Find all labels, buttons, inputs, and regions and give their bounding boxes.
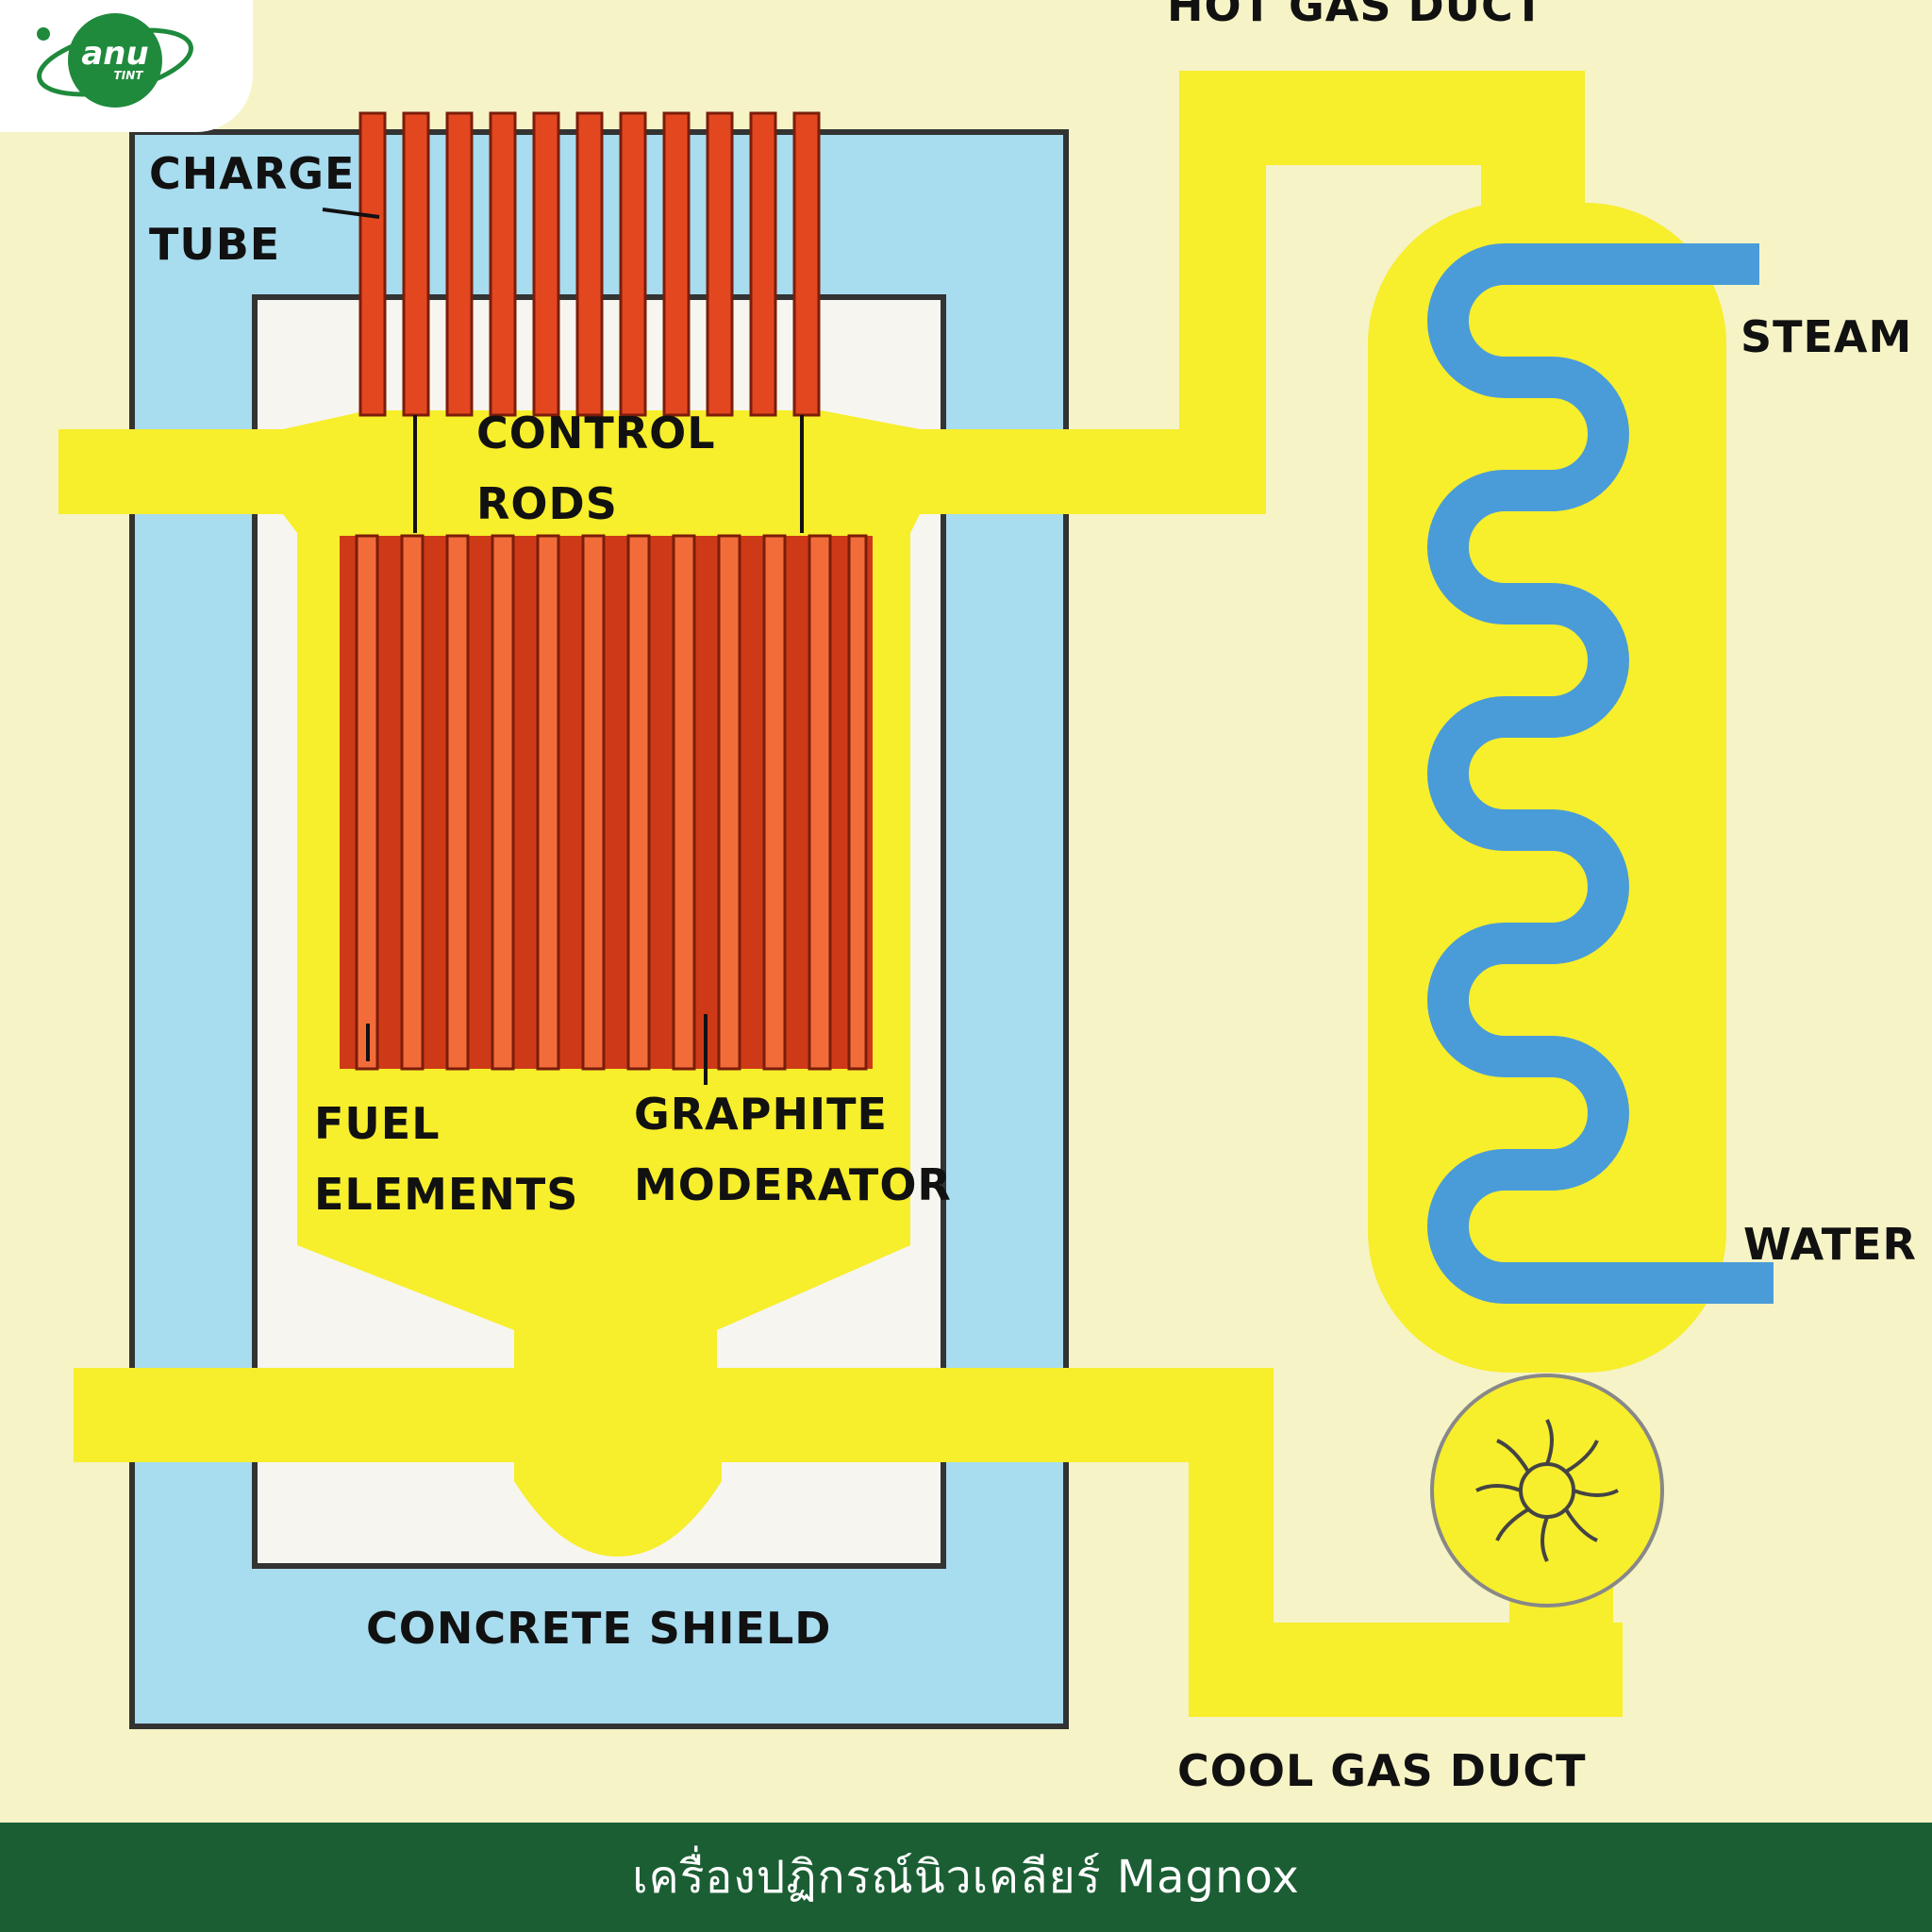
caption-text: เครื่องปฏิกรณ์นิวเคลียร์ Magnox (632, 1851, 1300, 1904)
control-rods (358, 111, 821, 417)
label-fuel: FUEL (314, 1098, 441, 1149)
fuel-channels (355, 534, 868, 1071)
label-control: CONTROL (476, 408, 716, 458)
label-graphite: GRAPHITE (634, 1089, 888, 1140)
label-elements: ELEMENTS (314, 1169, 578, 1220)
logo-text: anu (81, 35, 148, 73)
globe-logo-icon: anu TINT (37, 13, 193, 108)
logo-badge: anu TINT (0, 0, 253, 132)
logo-subtext: TINT (114, 69, 144, 82)
diagram-labels: HOT GAS DUCT CHARGE TUBE CONTROL RODS ST… (149, 0, 1917, 1796)
label-cool-gas-duct: COOL GAS DUCT (1177, 1745, 1586, 1796)
label-tube: TUBE (149, 219, 280, 270)
heat-exchanger-coil (1427, 243, 1774, 1304)
label-steam: STEAM (1740, 311, 1912, 362)
label-rods: RODS (476, 478, 618, 529)
pointer-lines (322, 208, 804, 1085)
label-moderator: MODERATOR (634, 1159, 952, 1210)
label-hot-gas-duct: HOT GAS DUCT (1167, 0, 1544, 31)
label-concrete-shield: CONCRETE SHIELD (366, 1603, 831, 1654)
label-charge: CHARGE (149, 148, 355, 199)
caption-bar: เครื่องปฏิกรณ์นิวเคลียร์ Magnox (0, 1823, 1932, 1932)
label-water: WATER (1743, 1219, 1917, 1270)
circulator-impeller (1475, 1419, 1619, 1562)
